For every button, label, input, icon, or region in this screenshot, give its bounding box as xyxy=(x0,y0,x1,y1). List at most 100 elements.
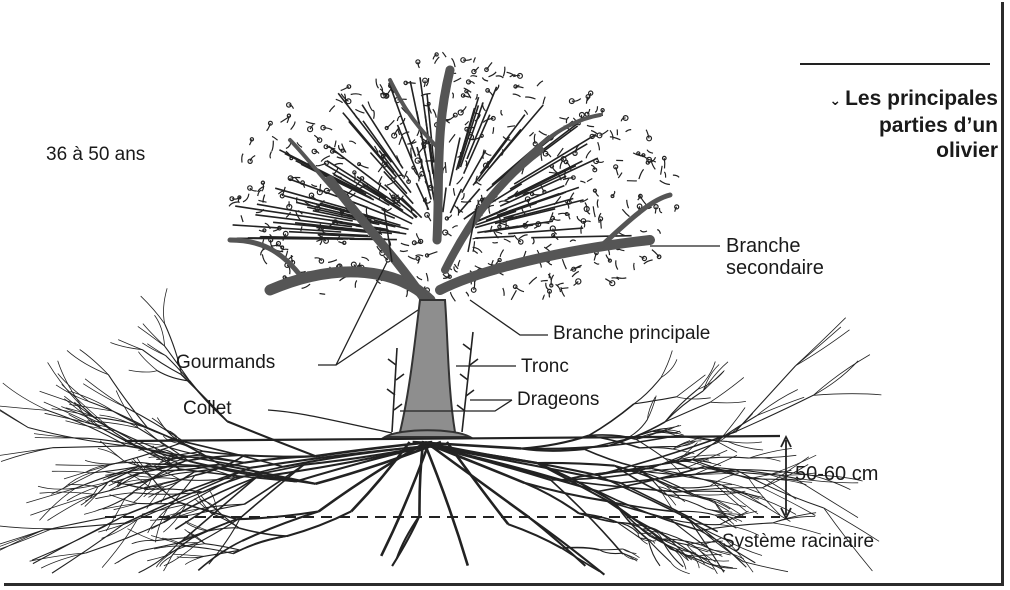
leaf xyxy=(537,81,543,86)
figure-title: ⌄Les principales parties d’un olivier xyxy=(829,86,998,163)
label-depth: 50-60 cm xyxy=(795,463,878,485)
leaf-bud xyxy=(461,94,464,97)
leaf xyxy=(529,132,533,136)
leaf xyxy=(610,137,621,140)
leaf xyxy=(572,271,579,277)
root xyxy=(233,536,287,554)
leaf xyxy=(493,127,494,134)
leaf xyxy=(569,214,570,220)
leaf xyxy=(418,259,419,264)
leaf xyxy=(406,290,407,297)
root xyxy=(138,352,157,371)
leaf xyxy=(302,284,311,288)
leaf xyxy=(458,260,460,266)
leaf xyxy=(242,154,243,163)
root xyxy=(30,494,94,515)
title-bullet: ⌄ xyxy=(829,92,841,108)
label-tronc: Tronc xyxy=(521,356,569,378)
root xyxy=(103,472,129,481)
leaf xyxy=(496,76,504,78)
twig xyxy=(489,105,543,169)
root xyxy=(80,350,109,375)
root xyxy=(142,343,165,356)
leaf xyxy=(426,273,428,281)
leaf xyxy=(351,94,362,95)
leaf xyxy=(566,179,569,186)
leaf xyxy=(602,110,603,116)
root xyxy=(716,500,746,507)
leaf xyxy=(442,52,446,57)
leaf xyxy=(634,263,635,270)
leaf xyxy=(546,283,550,290)
leaf xyxy=(408,256,415,259)
root xyxy=(0,405,48,411)
leaf xyxy=(495,232,502,234)
root xyxy=(529,517,586,566)
leaf xyxy=(595,106,597,112)
root xyxy=(700,523,773,531)
label-drageons: Drageons xyxy=(517,389,599,411)
leaf-bud xyxy=(343,241,346,244)
leaf xyxy=(282,249,289,250)
root xyxy=(38,486,76,489)
collar-base xyxy=(385,430,470,437)
root xyxy=(710,377,744,402)
leaf xyxy=(311,184,317,186)
root xyxy=(83,384,124,407)
root xyxy=(735,395,813,431)
leaf xyxy=(511,290,516,300)
leaf xyxy=(504,239,511,242)
twig xyxy=(417,147,429,191)
leaf xyxy=(503,288,504,296)
label-collet: Collet xyxy=(183,398,232,420)
root xyxy=(796,330,850,366)
leaf xyxy=(451,292,456,301)
root xyxy=(757,390,798,416)
leaf xyxy=(476,94,478,100)
leaf xyxy=(473,250,478,253)
leaf xyxy=(501,110,503,115)
leaf xyxy=(404,171,407,179)
label-branche-secondaire: Branche secondaire xyxy=(726,235,824,279)
root xyxy=(661,359,677,377)
leaf xyxy=(543,295,545,300)
leaf xyxy=(397,116,400,121)
leaf xyxy=(466,292,469,296)
leaf xyxy=(368,102,373,111)
leaf xyxy=(541,281,548,282)
twig xyxy=(279,150,363,193)
twig xyxy=(443,188,446,213)
leaf xyxy=(570,240,576,242)
leaf xyxy=(362,257,369,261)
root xyxy=(45,413,109,427)
leaf xyxy=(594,262,599,264)
root xyxy=(813,394,881,396)
leaf xyxy=(657,230,660,234)
leaf xyxy=(435,57,440,64)
label-branche-principale: Branche principale xyxy=(553,323,710,345)
leaf xyxy=(664,172,665,178)
leaf-bud xyxy=(550,284,553,287)
twig xyxy=(461,102,484,167)
leaf xyxy=(616,260,618,269)
root xyxy=(132,540,155,543)
leaf-bud xyxy=(250,138,253,141)
leaf xyxy=(561,288,569,289)
leaf xyxy=(640,230,647,232)
leaf xyxy=(627,200,629,208)
leaf xyxy=(507,126,515,127)
trunk-shape xyxy=(400,300,455,432)
leaf xyxy=(321,156,330,162)
leaf xyxy=(543,97,545,105)
leaf xyxy=(566,117,569,123)
leaf xyxy=(587,125,594,126)
leaf xyxy=(463,59,472,60)
leaf xyxy=(272,141,274,152)
leaf xyxy=(485,152,491,155)
leaf xyxy=(647,150,653,154)
root xyxy=(749,479,800,480)
root xyxy=(727,441,762,443)
leaf xyxy=(373,110,374,119)
twig xyxy=(398,125,420,179)
